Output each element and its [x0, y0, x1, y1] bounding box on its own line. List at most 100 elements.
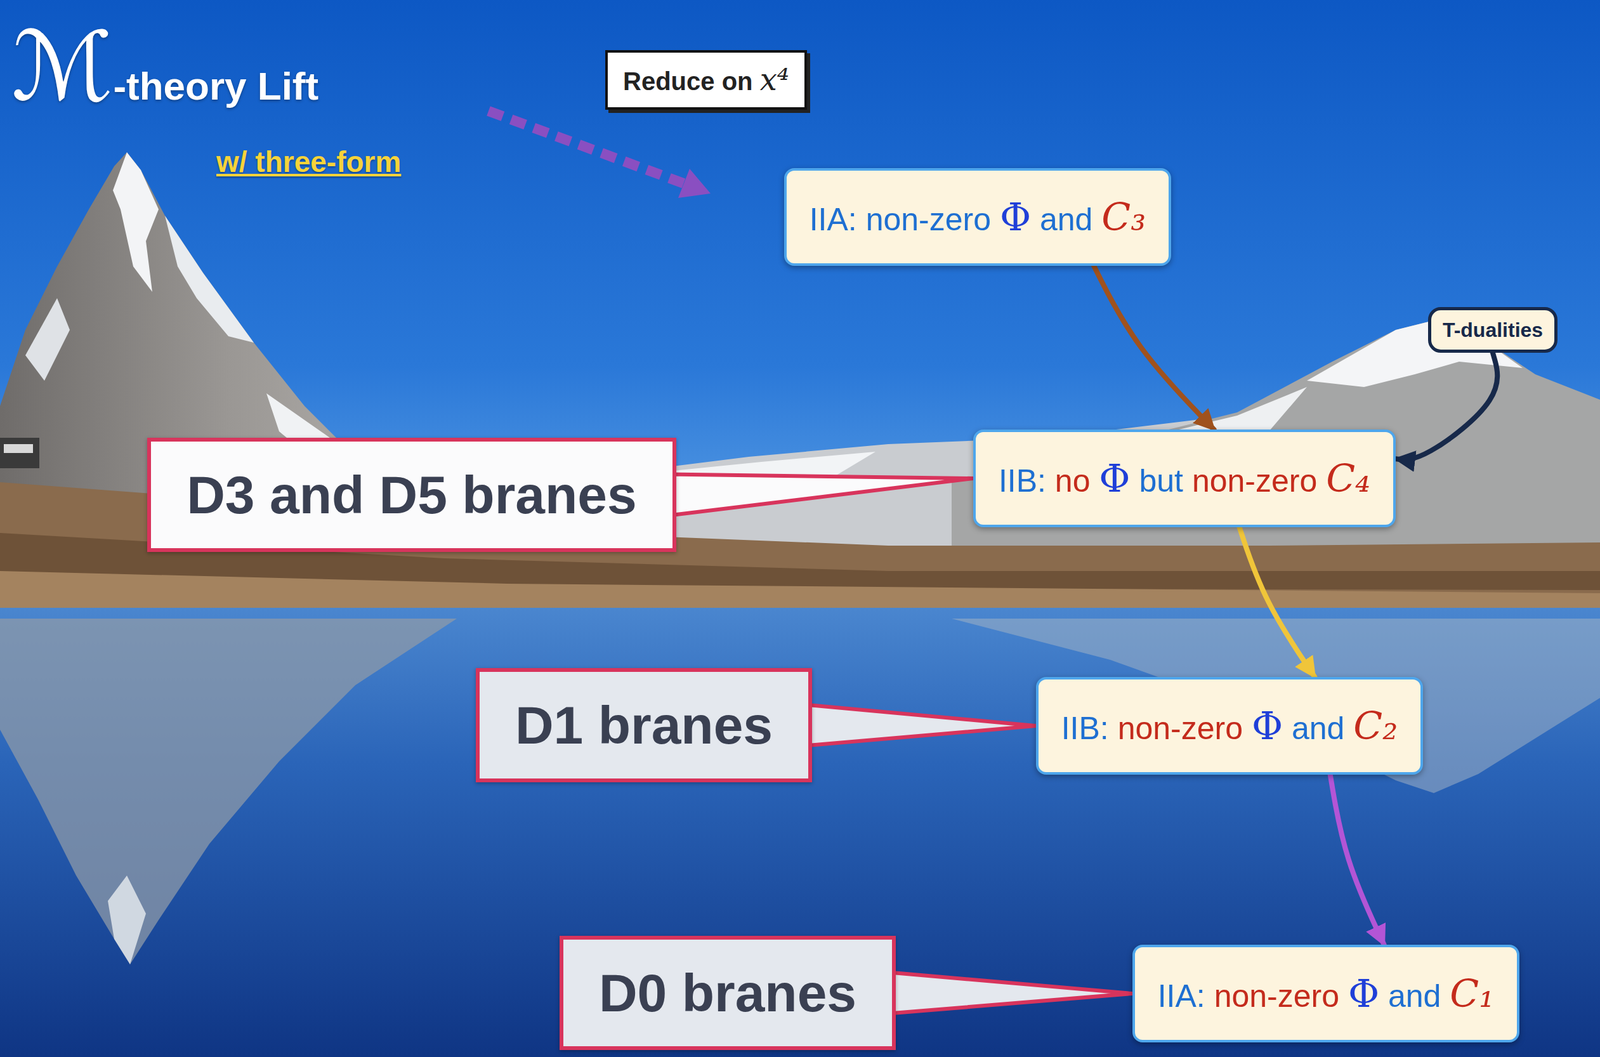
callout-box: D1 branes: [475, 668, 813, 783]
text-word: IIB:: [998, 463, 1047, 499]
text-word: and: [1388, 978, 1441, 1014]
text-space: [1183, 463, 1193, 499]
theory-box: IIA: non-zero Φ and C₃: [784, 168, 1172, 266]
text-space: [1089, 463, 1099, 499]
text-space: [1030, 201, 1040, 238]
text-word: C₃: [1101, 194, 1146, 240]
text-space: [1344, 710, 1354, 747]
text-word: and: [269, 465, 365, 525]
label-rest: -theory Lift: [112, 64, 319, 108]
matterhorn-snow: [25, 298, 70, 381]
text-word: Φ: [999, 194, 1031, 240]
text-space: [1339, 978, 1349, 1014]
text-word: D3: [186, 465, 255, 525]
hut-window: [3, 444, 33, 453]
text-word: C₄: [1325, 456, 1371, 501]
right-reflection: [951, 618, 1600, 794]
text-space: [255, 465, 270, 525]
callout-pointer: [668, 473, 974, 516]
text-space: [990, 201, 1000, 238]
matterhorn-snow: [112, 152, 159, 292]
subtitle-label: w/ three-form: [216, 144, 401, 180]
dashed-arrow: [488, 111, 686, 184]
text-word: D5: [379, 465, 448, 525]
text-word: non-zero: [1192, 463, 1318, 499]
text-word: on: [721, 67, 754, 96]
callout-box: D0 branes: [559, 935, 896, 1051]
node-text: IIB: non-zero Φ and C₂: [1061, 701, 1399, 751]
operation-box: T-dualities: [1428, 307, 1558, 353]
text-word: Reduce: [622, 67, 715, 96]
title-label: ℳ-theory Lift: [11, 19, 319, 115]
node-text: IIB: no Φ but non-zero C₄: [998, 453, 1371, 504]
hut: [0, 437, 40, 469]
matterhorn-snow: [164, 215, 254, 343]
text-space: [1440, 978, 1450, 1014]
text-space: [1046, 463, 1056, 499]
text-space: [1282, 710, 1292, 747]
text-word: non-zero: [1117, 710, 1243, 747]
text-word: C₁: [1449, 971, 1495, 1016]
text-space: [857, 201, 866, 238]
right-mountain: [951, 320, 1600, 559]
text-space: [1092, 201, 1102, 238]
text-space: [666, 963, 682, 1023]
text-word: branes: [598, 695, 773, 755]
text-space: [1317, 463, 1326, 499]
text-word: but: [1138, 463, 1184, 499]
node-text: D3 and D5 branes: [186, 464, 637, 526]
node-text: D0 branes: [598, 962, 857, 1024]
text-word: x⁴: [760, 61, 790, 98]
text-word: IIA:: [809, 201, 858, 238]
text-word: IIB:: [1061, 710, 1109, 747]
theory-box: IIB: no Φ but non-zero C₄: [973, 429, 1396, 528]
matterhorn-reflection: [0, 618, 457, 965]
callout-pointer: [804, 704, 1037, 746]
node-text: IIA: non-zero Φ and C₃: [809, 192, 1147, 242]
operation-box: Reduce on x⁴: [605, 50, 807, 110]
sky: [0, 0, 1600, 610]
text-word: branes: [681, 963, 857, 1023]
text-space: [447, 465, 462, 525]
text-space: [714, 67, 722, 96]
text-word: and: [1039, 201, 1093, 238]
dashed-arrowhead: [678, 168, 711, 198]
flow-arrow: [1395, 352, 1498, 460]
text-word: Φ: [1348, 971, 1380, 1016]
text-space: [1242, 710, 1252, 747]
text-space: [364, 465, 379, 525]
text-word: Φ: [1251, 703, 1283, 748]
script-letter: ℳ: [11, 11, 113, 122]
lake: [0, 607, 1600, 1057]
text-word: D0: [598, 963, 667, 1023]
reflection-snow: [107, 875, 146, 965]
flow-arrow: [1330, 774, 1385, 945]
flow-arrow: [1239, 527, 1316, 677]
node-text: IIA: non-zero Φ and C₁: [1157, 968, 1495, 1019]
text-space: [1108, 710, 1118, 747]
callout-pointer: [888, 971, 1133, 1014]
node-text: Reduce on x⁴: [622, 61, 790, 99]
text-word: and: [1291, 710, 1345, 747]
text-word: non-zero: [865, 201, 991, 238]
node-text: T-dualities: [1442, 317, 1543, 342]
text-space: [1379, 978, 1389, 1014]
text-space: [753, 67, 761, 96]
text-word: IIA:: [1157, 978, 1206, 1014]
flow-arrow: [1093, 265, 1214, 430]
theory-box: IIB: non-zero Φ and C₂: [1036, 676, 1424, 775]
text-word: branes: [461, 465, 637, 525]
text-space: [583, 695, 598, 755]
theory-box: IIA: non-zero Φ and C₁: [1132, 944, 1521, 1043]
text-word: D1: [515, 695, 584, 755]
text-space: [1205, 978, 1215, 1014]
text-word: T-dualities: [1442, 318, 1543, 342]
node-text: D1 branes: [515, 694, 773, 757]
text-word: Φ: [1098, 456, 1130, 501]
text-space: [1130, 463, 1140, 499]
text-word: non-zero: [1214, 978, 1340, 1014]
text-word: no: [1055, 463, 1091, 499]
callout-box: D3 and D5 branes: [147, 437, 677, 553]
text-word: C₂: [1353, 703, 1398, 748]
